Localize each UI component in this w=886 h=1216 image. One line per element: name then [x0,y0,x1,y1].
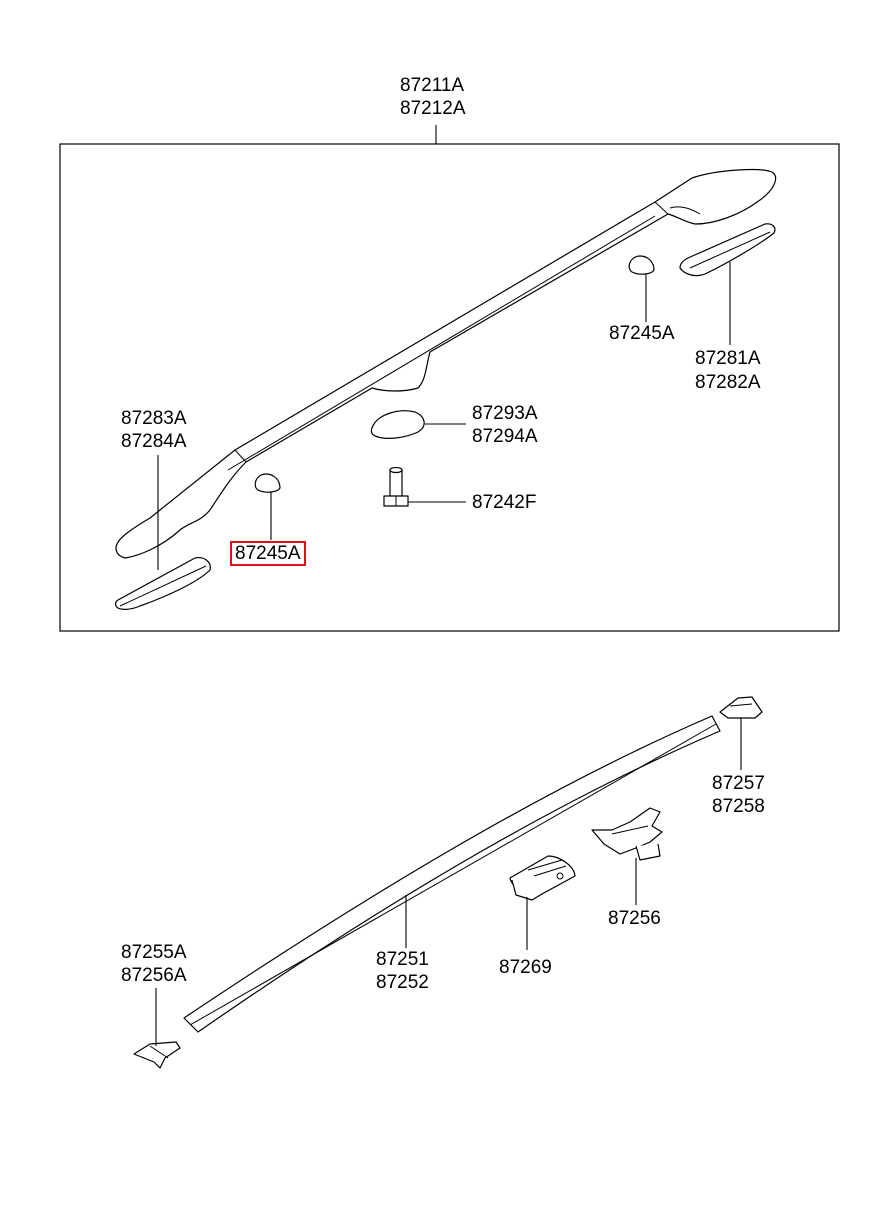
callout-label[interactable]: 87211A [400,75,465,96]
rear-end-piece-part[interactable] [719,696,763,719]
callout-label[interactable]: 87252 [376,972,429,993]
callout-label[interactable]: 87245A [609,323,675,344]
callout-label[interactable]: 87284A [121,431,187,452]
callout-label[interactable]: 87258 [712,796,765,817]
callout-label[interactable]: 87293A [472,403,538,424]
callout-label[interactable]: 87294A [472,426,538,447]
callout-label[interactable]: 87257 [712,773,765,794]
rear-end-cover-part[interactable] [679,223,776,277]
callout-label[interactable]: 87242F [472,492,537,513]
selected-callout-label[interactable]: 87245A [230,541,306,566]
callout-label[interactable]: 87251 [376,949,429,970]
callout-label[interactable]: 87282A [695,372,761,393]
front-clip-part[interactable] [254,473,281,493]
clip-part[interactable] [509,855,576,901]
callout-label[interactable]: 87269 [499,957,552,978]
roof-rail-part[interactable] [115,168,777,559]
callout-label[interactable]: 87255A [121,942,187,963]
callout-label[interactable]: 87256A [121,965,187,986]
callout-label[interactable]: 87212A [400,98,466,119]
callout-label[interactable]: 87283A [121,408,187,429]
rear-clip-part[interactable] [628,255,655,275]
center-cover-part[interactable] [370,410,425,439]
assembly-frame [59,143,840,632]
front-end-piece-part[interactable] [133,1041,181,1069]
front-end-cover-part[interactable] [115,557,211,610]
callout-label[interactable]: 87256 [608,908,661,929]
bracket-part[interactable] [591,807,663,861]
callout-label[interactable]: 87281A [695,348,761,369]
moulding-part[interactable] [183,715,721,1033]
bolt-part[interactable] [383,466,409,507]
